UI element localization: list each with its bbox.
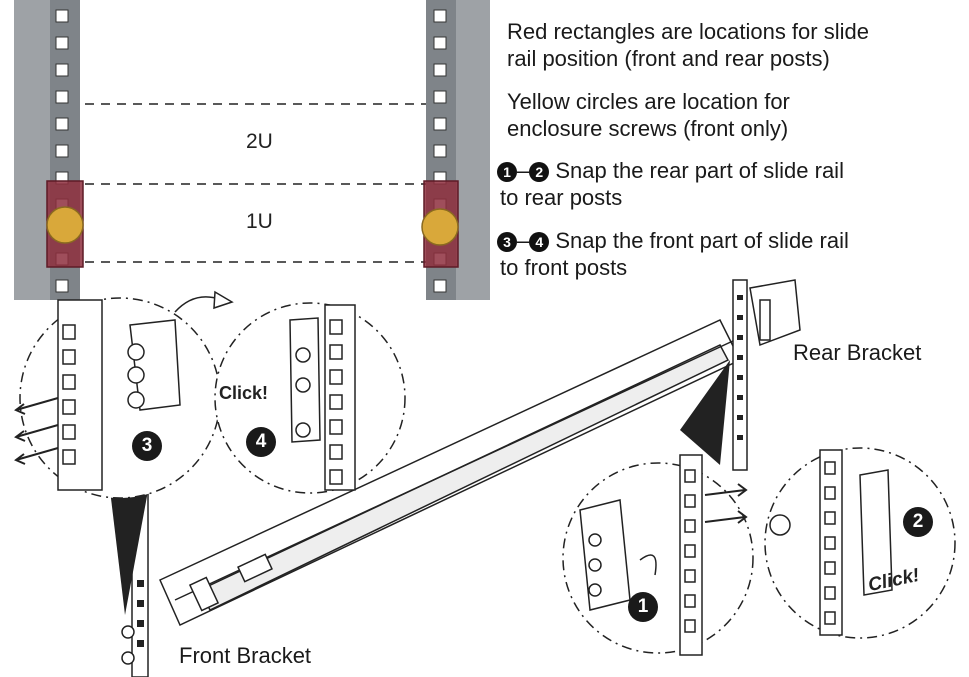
rack-unit-label-1u: 1U	[240, 210, 279, 234]
step-front-line2: to front posts	[500, 255, 628, 280]
note-yellow-circles-line1: Yellow circles are location for	[507, 89, 790, 114]
step-badge-1: 1	[497, 162, 517, 182]
note-yellow-circles-line2: enclosure screws (front only)	[507, 116, 789, 141]
note-red-rectangles-line2: rail position (front and rear posts)	[507, 46, 830, 71]
step-badge-4: 4	[529, 232, 550, 252]
rack-unit-label-2u: 2U	[240, 130, 279, 154]
front-screw-location	[46, 206, 84, 244]
callout-2-number: 2	[912, 511, 924, 532]
callout-4-number: 4	[255, 431, 267, 452]
callout-3-zoom	[14, 297, 221, 615]
step-front-dash: –	[517, 228, 530, 253]
step-badge-2: 2	[529, 162, 550, 182]
callout-badges	[132, 427, 933, 622]
step-front-text: Snap the front part of slide rail	[549, 228, 849, 253]
step-rear-line1: 1–2 Snap the rear part of slide rail	[497, 157, 957, 184]
step-front-line1: 3–4 Snap the front part of slide rail	[497, 227, 957, 254]
step-rear-text: Snap the rear part of slide rail	[549, 158, 844, 183]
callout-1-zoom	[562, 360, 754, 656]
callout-2-zoom	[764, 447, 956, 639]
rear-screw-location	[421, 208, 459, 246]
transition-arrow	[174, 290, 234, 313]
callout-4-zoom	[214, 302, 406, 494]
note-red-rectangles-line1: Red rectangles are locations for slide	[507, 19, 869, 44]
slide-rail	[159, 319, 742, 627]
step-rear-line2: to rear posts	[500, 185, 623, 210]
front-rack-post	[14, 0, 80, 300]
callout-3-number: 3	[141, 435, 153, 456]
rack-unit-dividers	[85, 103, 426, 263]
callout-1-number: 1	[637, 596, 649, 617]
rear-bracket-label: Rear Bracket	[793, 340, 922, 365]
rear-post-drawing	[732, 279, 801, 471]
click-label-front: Click!	[219, 383, 269, 404]
front-bracket-label: Front Bracket	[179, 643, 312, 668]
step-badge-3: 3	[497, 232, 517, 252]
step-rear-dash: –	[517, 158, 530, 183]
